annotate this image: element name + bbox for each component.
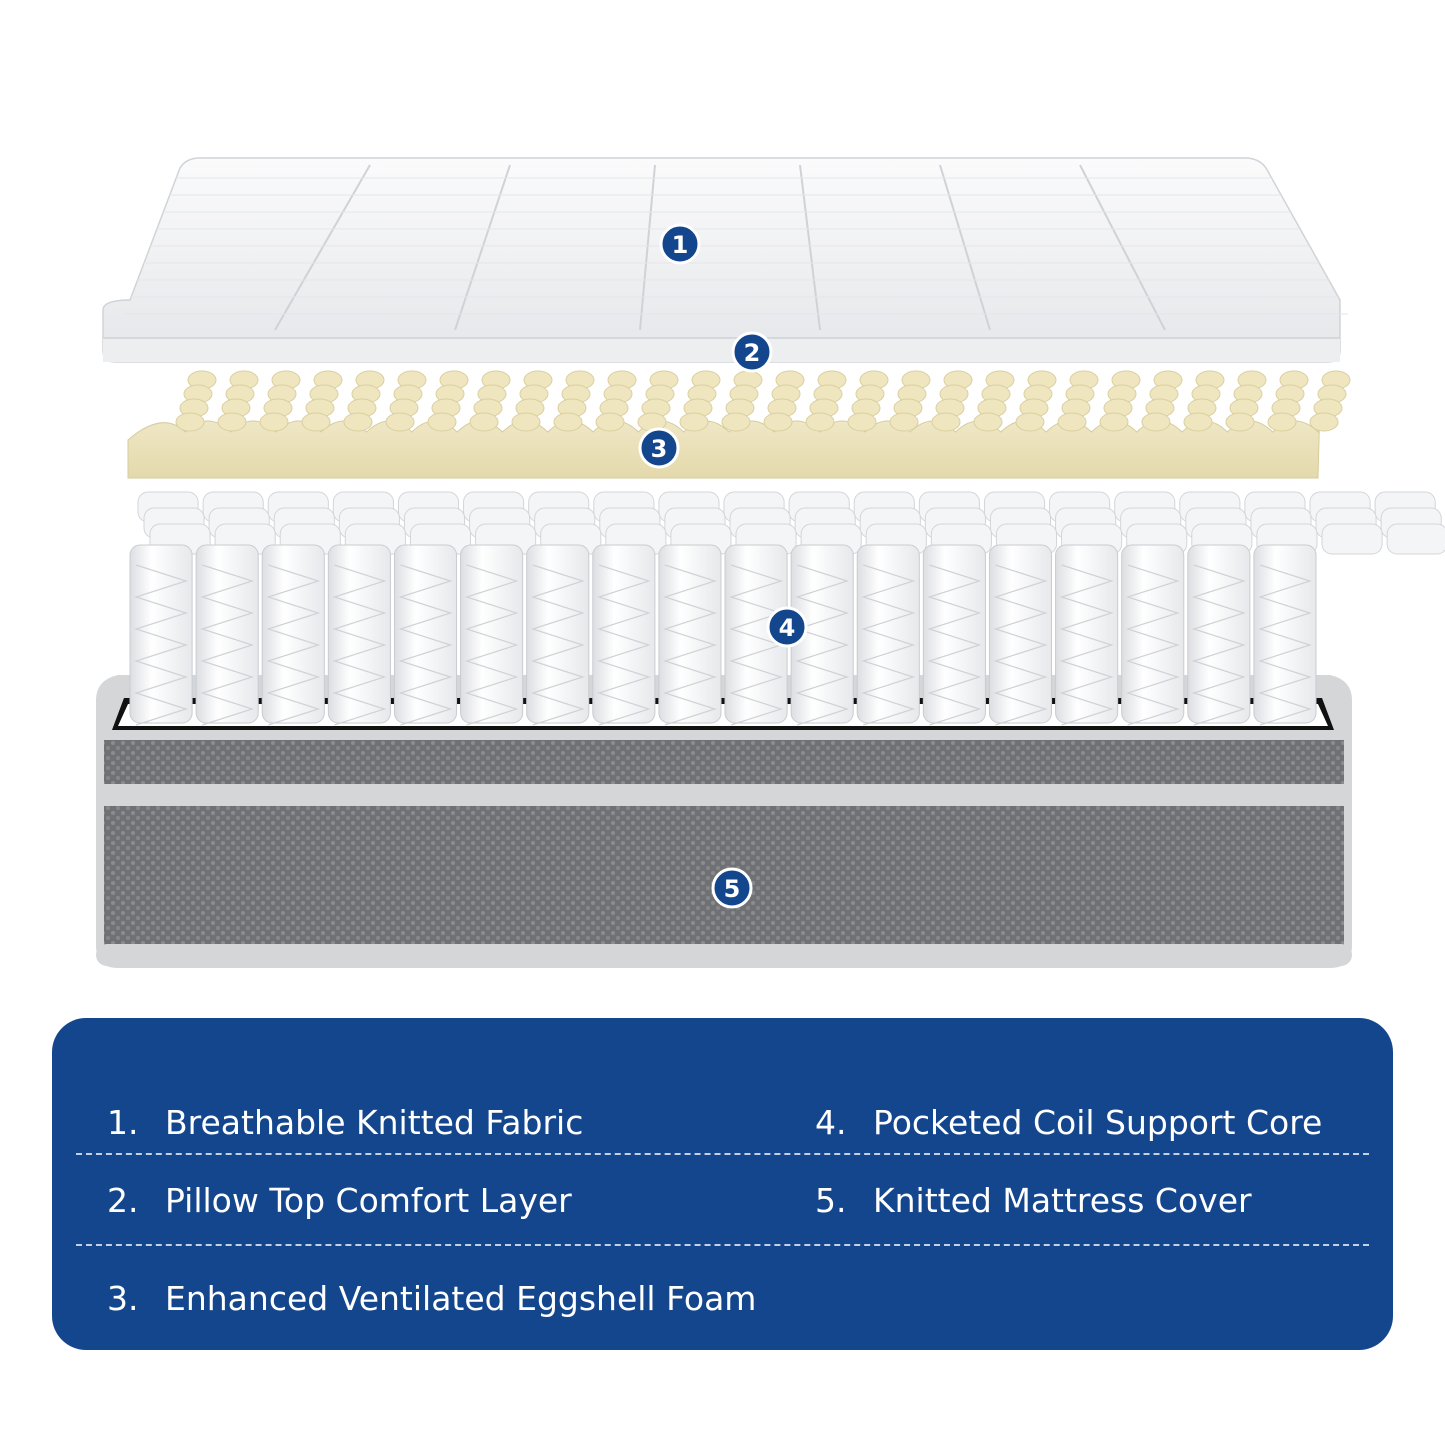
marker-label: 5	[724, 875, 741, 903]
legend-item-2: 2. Pillow Top Comfort Layer	[107, 1170, 572, 1230]
legend-label: Enhanced Ventilated Eggshell Foam	[165, 1278, 757, 1318]
legend-divider	[76, 1153, 1369, 1155]
pillow-top-layer	[102, 157, 1348, 363]
marker-label: 1	[672, 231, 689, 259]
pocketed-coil-layer	[129, 491, 1445, 726]
legend-item-5: 5. Knitted Mattress Cover	[815, 1170, 1252, 1230]
layer-marker-3: 3	[638, 427, 680, 469]
legend-item-1: 1. Breathable Knitted Fabric	[107, 1092, 583, 1152]
legend-number: 4.	[815, 1102, 847, 1142]
layer-marker-1: 1	[659, 223, 701, 265]
legend-row: 2. Pillow Top Comfort Layer 5. Knitted M…	[52, 1170, 1393, 1230]
mattress-layers-illustration: 1 2 3 4 5	[96, 157, 1445, 968]
legend-label: Knitted Mattress Cover	[873, 1180, 1252, 1220]
legend-label: Pillow Top Comfort Layer	[165, 1180, 572, 1220]
layer-marker-2: 2	[731, 331, 773, 373]
legend-row: 3. Enhanced Ventilated Eggshell Foam	[52, 1268, 1393, 1328]
legend-number: 5.	[815, 1180, 847, 1220]
legend-item-3: 3. Enhanced Ventilated Eggshell Foam	[107, 1268, 756, 1328]
marker-label: 4	[779, 614, 796, 642]
legend-divider	[76, 1244, 1369, 1246]
layer-marker-5: 5	[711, 867, 753, 909]
legend-label: Breathable Knitted Fabric	[165, 1102, 584, 1142]
legend-label: Pocketed Coil Support Core	[873, 1102, 1323, 1142]
legend-number: 2.	[107, 1180, 139, 1220]
legend-row: 1. Breathable Knitted Fabric 4. Pocketed…	[52, 1092, 1393, 1152]
eggshell-foam-layer	[127, 370, 1351, 479]
marker-label: 3	[651, 435, 668, 463]
legend-number: 3.	[107, 1278, 139, 1318]
legend-item-4: 4. Pocketed Coil Support Core	[815, 1092, 1322, 1152]
legend-number: 1.	[107, 1102, 139, 1142]
layer-marker-4: 4	[766, 606, 808, 648]
marker-label: 2	[744, 339, 761, 367]
legend-panel: 1. Breathable Knitted Fabric 4. Pocketed…	[52, 1018, 1393, 1350]
